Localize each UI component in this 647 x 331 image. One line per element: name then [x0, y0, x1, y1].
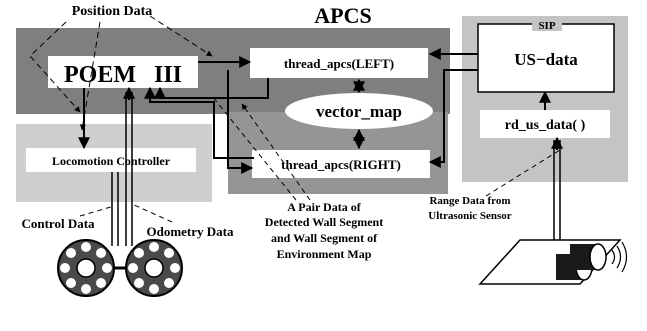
dashed-position-to-thread [149, 15, 213, 57]
range-data-line-1: Range Data from [429, 195, 510, 207]
position-data-label: Position Data [72, 4, 153, 19]
left-wheel [57, 239, 115, 297]
odometry-data-label: Odometry Data [146, 224, 234, 239]
locomotion-label: Locomotion Controller [52, 154, 171, 168]
vector-map-ellipse [285, 93, 433, 129]
rd-us-data-label: rd_us_data( ) [505, 118, 586, 133]
poem-box [48, 56, 198, 88]
locomotion-box [26, 148, 196, 172]
dashed-position-to-locomotion [79, 21, 101, 131]
range-data-line-2: Ultrasonic Sensor [428, 210, 512, 222]
thread-left-box [250, 48, 428, 78]
ultrasonic-sensor-icon [556, 243, 607, 281]
poem-label: POEM III [64, 62, 182, 88]
rd-us-data-box [480, 110, 610, 138]
pair-data-line-3: and Wall Segment of [271, 231, 378, 245]
thread-right-label: thread_apcs(RIGHT) [281, 157, 401, 172]
us-data-box [477, 23, 615, 93]
arrow-poem-to-thread-right [227, 70, 254, 174]
sip-label: SIP [538, 20, 555, 32]
vector-map-label: vector_map [316, 102, 402, 121]
dashed-range-leader [485, 149, 561, 197]
control-data-label: Control Data [21, 216, 95, 231]
pair-data-line-1: A Pair Data of [287, 200, 361, 214]
dashed-pair-to-apcs [241, 103, 311, 201]
dashed-odometry-leader [131, 203, 173, 223]
thread-right-box [252, 150, 430, 178]
pair-data-line-2: Detected Wall Segment [265, 215, 383, 229]
sip-label-bg [532, 17, 562, 31]
right-wheel [125, 239, 183, 297]
arrow-us-data-to-thread-right [428, 69, 478, 168]
sound-waves-icon [611, 241, 628, 273]
dashed-control-leader [79, 205, 115, 217]
thread-left-label: thread_apcs(LEFT) [284, 56, 394, 71]
pair-data-line-4: Environment Map [277, 247, 372, 261]
us-data-label: US−data [514, 50, 578, 69]
apcs-title: APCS [314, 3, 371, 28]
dashed-pair-to-poem [211, 95, 297, 201]
